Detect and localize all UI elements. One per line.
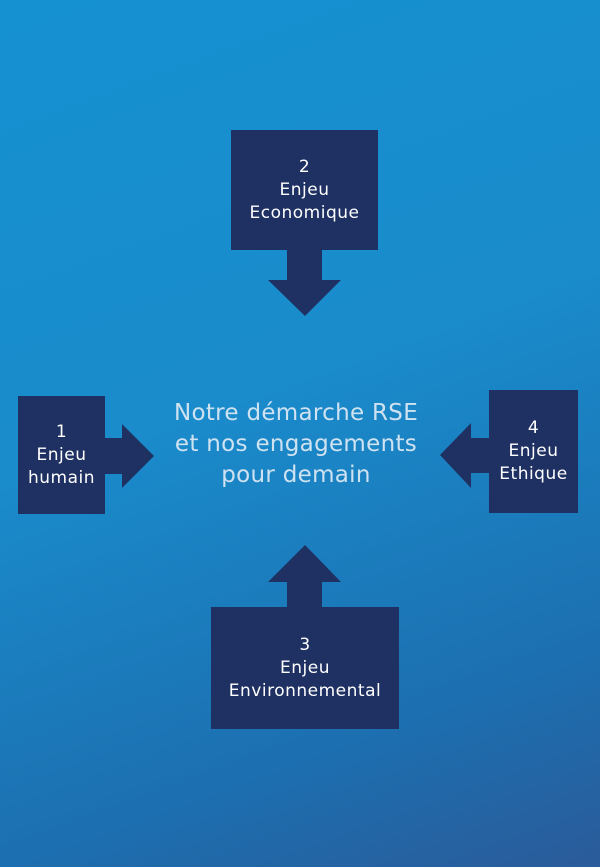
arrow-right-icon [105, 424, 154, 488]
arrow-down-icon [268, 250, 341, 316]
box-label: Ethique [499, 464, 568, 484]
box-enjeu-humain: 1 Enjeu humain [18, 396, 105, 514]
box-label: Enjeu [279, 179, 330, 200]
box-label: Environnemental [228, 680, 382, 701]
box-enjeu-ethique: 4 Enjeu Ethique [489, 390, 578, 513]
box-number: 2 [298, 156, 311, 177]
box-label: Enjeu [280, 657, 330, 678]
box-label: Enjeu [508, 441, 559, 461]
arrow-left-icon [440, 423, 490, 488]
box-number: 4 [527, 418, 540, 438]
center-title-line: pour demain [221, 462, 371, 488]
box-number: 1 [55, 421, 68, 442]
center-title-line: et nos engagements [174, 431, 418, 457]
box-label: Economique [249, 202, 360, 223]
box-label: humain [27, 467, 96, 488]
arrow-up-icon [268, 545, 341, 608]
box-enjeu-environnemental: 3 Enjeu Environnemental [211, 607, 399, 729]
center-title: Notre démarche RSE et nos engagements po… [150, 398, 442, 491]
box-label: Enjeu [36, 444, 87, 465]
center-title-line: Notre démarche RSE [173, 400, 419, 426]
box-number: 3 [299, 634, 311, 655]
box-enjeu-economique: 2 Enjeu Economique [231, 130, 378, 250]
